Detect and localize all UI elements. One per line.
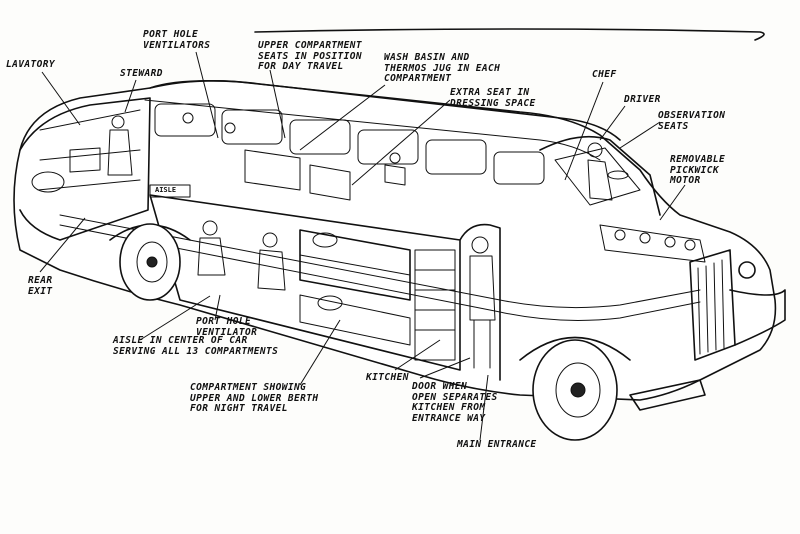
page-edge xyxy=(254,28,765,41)
lower-passengers xyxy=(197,220,286,291)
label-port-hole-ventilators: PORT HOLE VENTILATORS xyxy=(143,29,211,51)
pickwick-motor xyxy=(599,224,706,263)
label-rear-exit: REAR EXIT xyxy=(28,275,53,297)
label-steward: STEWARD xyxy=(120,68,163,79)
label-port-hole-ventilator: PORT HOLE VENTILATOR xyxy=(196,316,258,338)
label-removable-motor: REMOVABLE PICKWICK MOTOR xyxy=(670,154,726,186)
front-bumper xyxy=(629,379,706,411)
label-compartment-berth: COMPARTMENT SHOWING UPPER AND LOWER BERT… xyxy=(190,382,319,414)
headlight xyxy=(738,261,756,279)
label-lavatory: LAVATORY xyxy=(6,59,55,70)
label-observation-seats: OBSERVATION SEATS xyxy=(658,110,726,132)
label-door-kitchen: DOOR WHEN OPEN SEPARATES KITCHEN FROM EN… xyxy=(412,381,498,424)
windshield-frame xyxy=(539,135,661,216)
berths xyxy=(299,229,411,346)
label-wash-basin: WASH BASIN AND THERMOS JUG IN EACH COMPA… xyxy=(384,52,501,84)
label-main-entrance: MAIN ENTRANCE xyxy=(457,439,537,450)
roof-line xyxy=(149,80,621,141)
leader-lines xyxy=(39,51,686,441)
aisle-sign-frame xyxy=(149,184,191,198)
aisle-sign-text: AISLE xyxy=(155,186,177,194)
belt-line xyxy=(59,214,701,309)
label-chef: CHEF xyxy=(592,69,617,80)
upper-seats xyxy=(244,149,351,201)
label-upper-compartment: UPPER COMPARTMENT SEATS IN POSITION FOR … xyxy=(258,40,363,72)
label-aisle-center: AISLE IN CENTER OF CAR SERVING ALL 13 CO… xyxy=(113,335,279,357)
rear-wheel xyxy=(109,223,191,301)
chef-figure xyxy=(469,236,496,369)
entrance-door xyxy=(459,223,501,381)
label-driver: DRIVER xyxy=(624,94,661,105)
front-wheel xyxy=(519,336,631,441)
rear-structure-lines xyxy=(37,109,141,191)
rear-section xyxy=(19,97,151,241)
label-extra-seat: EXTRA SEAT IN DRESSING SPACE xyxy=(450,87,536,109)
steward-figure xyxy=(107,115,133,176)
belt-line-lower xyxy=(59,224,701,321)
label-kitchen: KITCHEN xyxy=(366,372,409,383)
upper-passengers xyxy=(182,112,406,186)
kitchen-shelves xyxy=(414,249,456,361)
upper-windows xyxy=(154,103,545,185)
lavatory-fixtures xyxy=(31,147,101,193)
driver-figure xyxy=(587,142,629,201)
front-fender xyxy=(729,289,786,346)
